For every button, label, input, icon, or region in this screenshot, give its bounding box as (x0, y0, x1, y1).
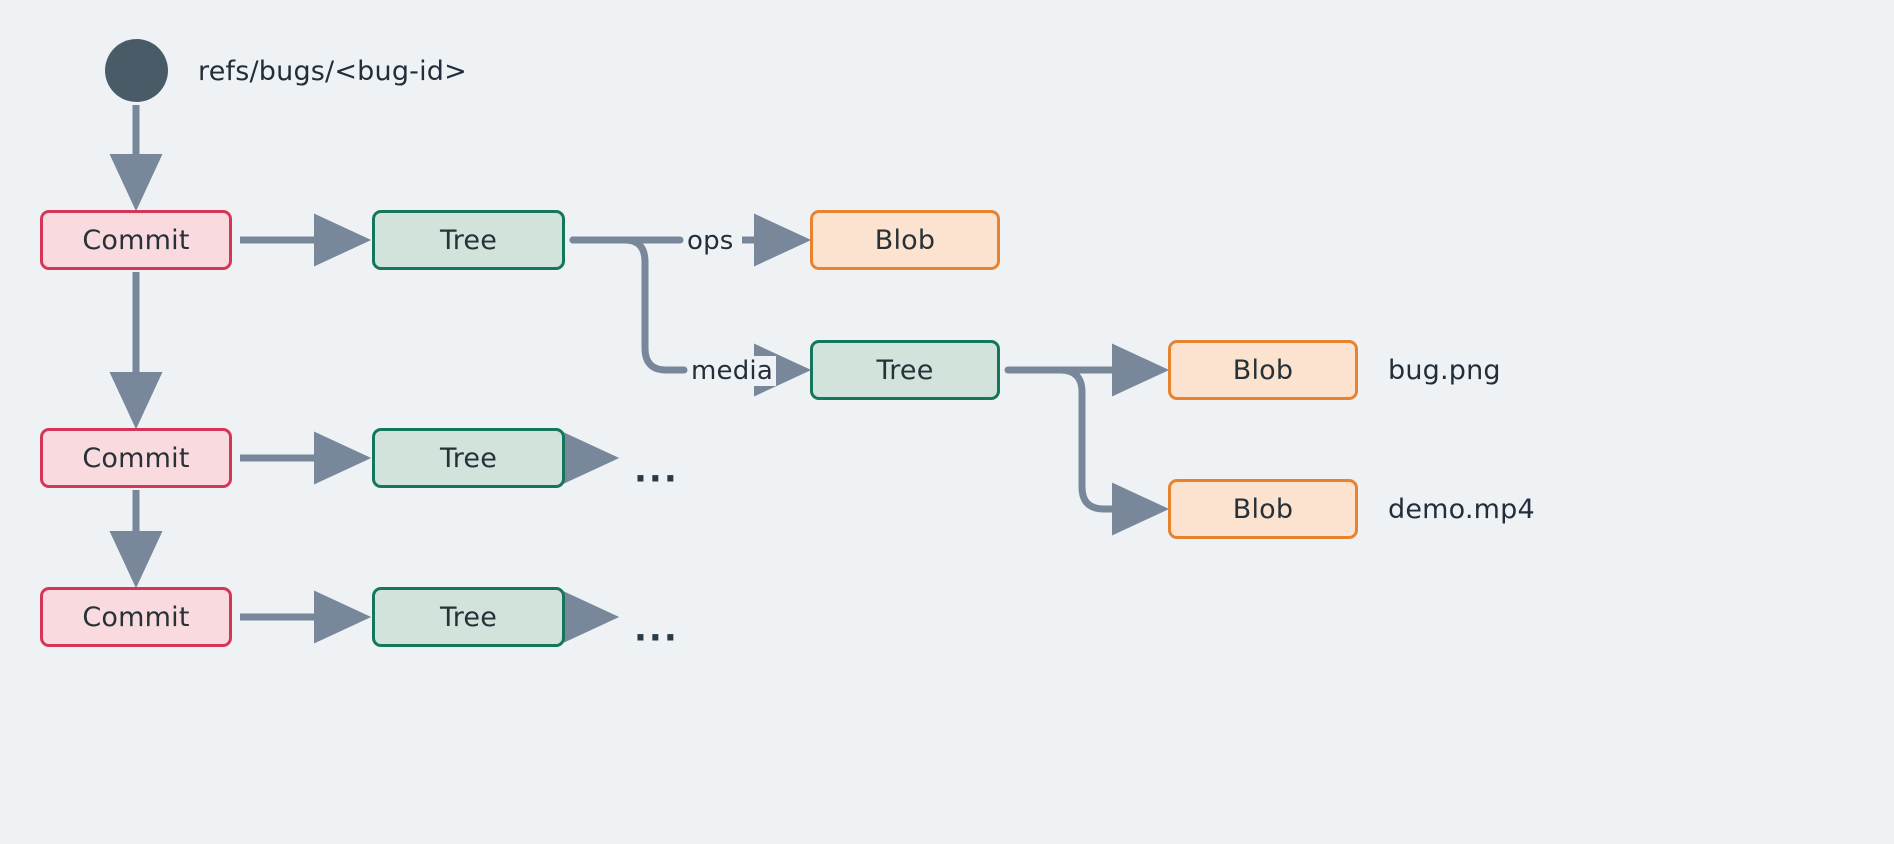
node-tree-2[interactable]: Tree (372, 428, 565, 488)
node-tree-3[interactable]: Tree (372, 587, 565, 647)
node-tree-1[interactable]: Tree (372, 210, 565, 270)
node-commit-3[interactable]: Commit (40, 587, 232, 647)
file-label-demo-mp4: demo.mp4 (1388, 494, 1535, 525)
edge-label-ops: ops (684, 226, 737, 256)
node-tree-media[interactable]: Tree (810, 340, 1000, 400)
ellipsis-tree-2: ··· (634, 459, 679, 499)
node-commit-1[interactable]: Commit (40, 210, 232, 270)
ref-dot[interactable] (105, 39, 168, 102)
edge-treemedia-to-blobmp4 (1004, 366, 1170, 536)
ref-label: refs/bugs/<bug-id> (198, 56, 467, 87)
node-commit-2[interactable]: Commit (40, 428, 232, 488)
ellipsis-tree-3: ··· (634, 618, 679, 658)
edge-tree1-to-media-label (569, 236, 688, 374)
edge-label-media: media (688, 356, 776, 386)
node-blob-bug-png[interactable]: Blob (1168, 340, 1358, 400)
node-blob-ops[interactable]: Blob (810, 210, 1000, 270)
file-label-bug-png: bug.png (1388, 355, 1501, 386)
node-blob-demo-mp4[interactable]: Blob (1168, 479, 1358, 539)
